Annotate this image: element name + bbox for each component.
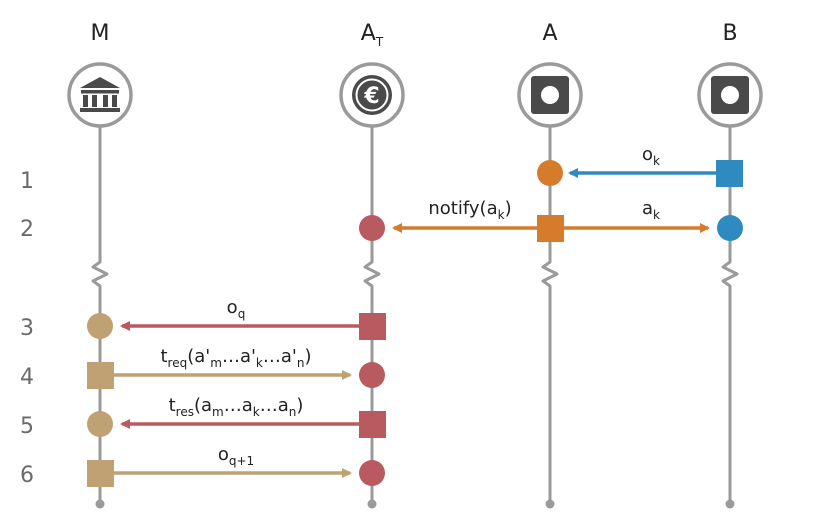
- lifeline-b: [721, 125, 739, 504]
- lifeline-a-end: [545, 499, 555, 509]
- send-square-at: [359, 313, 386, 340]
- svg-text:€: €: [363, 84, 379, 109]
- lifeline-a: [541, 125, 559, 504]
- euro-coin-icon: €: [339, 62, 405, 128]
- send-square-at: [359, 411, 386, 438]
- row-number: 6: [20, 463, 34, 488]
- device-icon: [517, 62, 583, 128]
- lifeline-at-end: [367, 499, 377, 509]
- receive-dot-a: [537, 160, 563, 186]
- receive-dot-at: [359, 460, 385, 486]
- row-number: 5: [20, 414, 34, 439]
- msg-oq1-label: oq+1: [218, 444, 254, 468]
- msg-tres-label: tres(am…ak…an): [169, 395, 304, 419]
- lifeline-at: [363, 125, 381, 504]
- receive-dot-at: [359, 362, 385, 388]
- send-square-m: [87, 362, 114, 389]
- msg-ok-label: ok: [642, 144, 660, 168]
- send-square-m: [87, 460, 114, 487]
- bank-icon: [67, 62, 133, 128]
- participant-m-label: M: [91, 21, 110, 46]
- lifeline-m: [91, 125, 109, 504]
- receive-dot-m: [87, 313, 113, 339]
- msg-ak-label: ak: [642, 198, 660, 222]
- participant-a-label: A: [542, 21, 557, 46]
- row-number: 3: [20, 316, 34, 341]
- msg-notify-label: notify(ak): [428, 198, 511, 222]
- lifeline-b-end: [725, 499, 735, 509]
- participant-b-label: B: [722, 21, 737, 46]
- send-square-a: [537, 215, 564, 242]
- row-number: 2: [20, 217, 34, 242]
- msg-treq-label: treq(a'm…a'k…a'n): [160, 346, 311, 370]
- msg-oq-label: oq: [227, 297, 246, 321]
- participant-at-label: AT: [361, 21, 384, 49]
- send-square-b: [716, 160, 743, 187]
- row-number: 1: [20, 169, 34, 194]
- row-number: 4: [20, 365, 34, 390]
- receive-dot-b: [717, 215, 743, 241]
- device-icon: [697, 62, 763, 128]
- lifeline-m-end: [95, 499, 105, 509]
- receive-dot-at: [359, 215, 385, 241]
- receive-dot-m: [87, 411, 113, 437]
